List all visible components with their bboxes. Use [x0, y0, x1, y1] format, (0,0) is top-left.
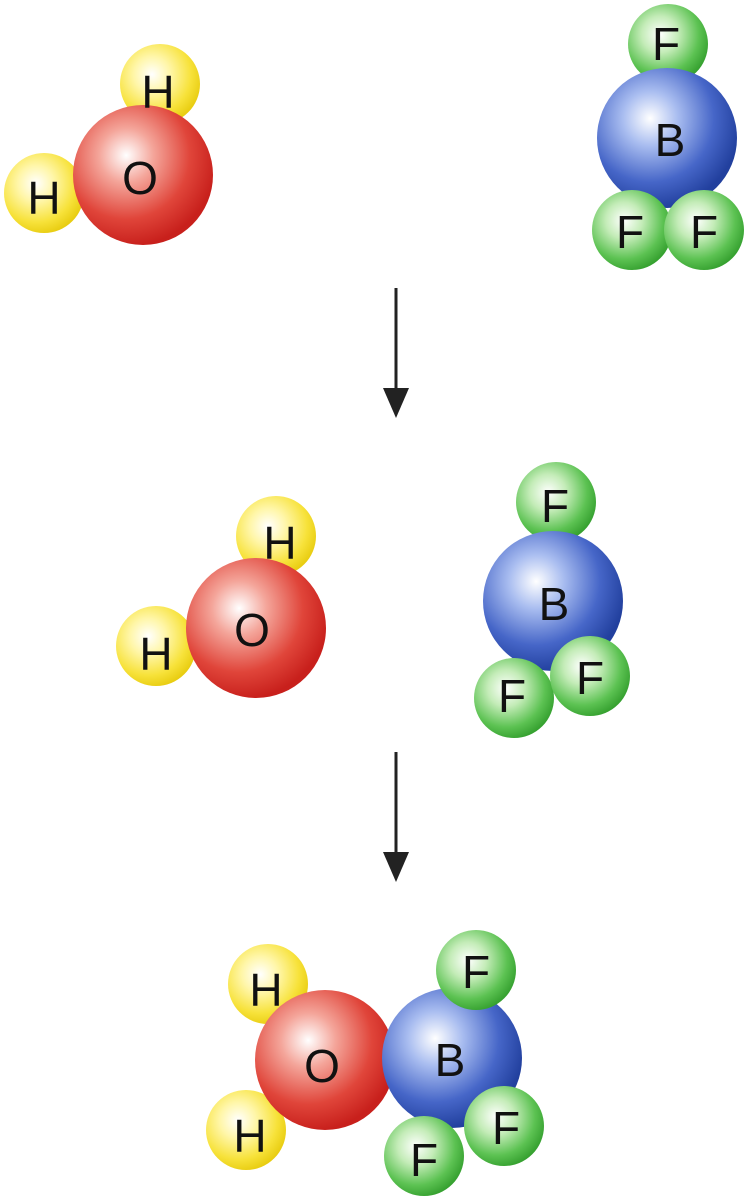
fluorine-label-top: F — [541, 480, 569, 532]
bf3-molecule-stage-1: F B F F — [592, 4, 744, 270]
boron-label: B — [435, 1034, 466, 1086]
fluorine-atom-top — [516, 462, 596, 542]
boron-atom — [597, 68, 737, 208]
fluorine-atom-top — [436, 930, 516, 1010]
water-molecule-stage-1: H H O — [4, 44, 213, 245]
stage-3: H H O B F F F — [206, 930, 544, 1196]
fluorine-atom-bottom-left — [474, 658, 554, 738]
hydrogen-atom-upper — [236, 496, 316, 576]
hydrogen-atom-left — [4, 153, 84, 233]
fluorine-label-bottom-left: F — [410, 1134, 438, 1186]
stage-1: H H O F B F F — [4, 4, 744, 270]
fluorine-atom-bottom-right — [664, 190, 744, 270]
reaction-arrow-2 — [383, 752, 409, 882]
oxygen-atom — [186, 558, 326, 698]
hydrogen-label-left: H — [27, 172, 60, 224]
fluorine-label-bottom-left: F — [616, 206, 644, 258]
boron-atom — [483, 531, 623, 671]
oxygen-label: O — [234, 604, 270, 656]
hydrogen-atom-upper — [120, 44, 200, 124]
stage-2: H H O F B F F — [116, 462, 630, 738]
fluorine-label-bottom-right: F — [690, 206, 718, 258]
fluorine-atom-bottom-left — [592, 190, 672, 270]
water-molecule-stage-2: H H O — [116, 496, 326, 698]
hydrogen-atom-lower — [206, 1090, 286, 1170]
boron-label: B — [539, 578, 570, 630]
oxygen-atom — [73, 105, 213, 245]
water-molecule-stage-3 — [206, 944, 395, 1170]
fluorine-label-top: F — [462, 946, 490, 998]
hydrogen-label-upper: H — [141, 66, 174, 118]
oxygen-label: O — [122, 152, 158, 204]
hydrogen-label-upper: H — [249, 964, 282, 1016]
oxygen-label: O — [304, 1040, 340, 1092]
bf3-molecule-stage-2: F B F F — [474, 462, 630, 738]
bf3-molecule-stage-3 — [382, 930, 544, 1196]
fluorine-label-top: F — [652, 18, 680, 70]
oxygen-atom — [255, 990, 395, 1130]
fluorine-label-bottom-right: F — [576, 652, 604, 704]
hydrogen-label-left: H — [139, 628, 172, 680]
hydrogen-label-upper: H — [263, 517, 296, 569]
fluorine-atom-bottom-left — [384, 1116, 464, 1196]
fluorine-label-bottom-right: F — [492, 1102, 520, 1154]
hydrogen-atom-left — [116, 606, 196, 686]
fluorine-atom-top — [628, 4, 708, 84]
boron-label: B — [655, 114, 686, 166]
fluorine-label-bottom-left: F — [498, 670, 526, 722]
fluorine-atom-bottom-right — [550, 636, 630, 716]
hydrogen-label-lower: H — [233, 1110, 266, 1162]
fluorine-atom-bottom-right — [464, 1086, 544, 1166]
reaction-arrow-1 — [383, 288, 409, 418]
